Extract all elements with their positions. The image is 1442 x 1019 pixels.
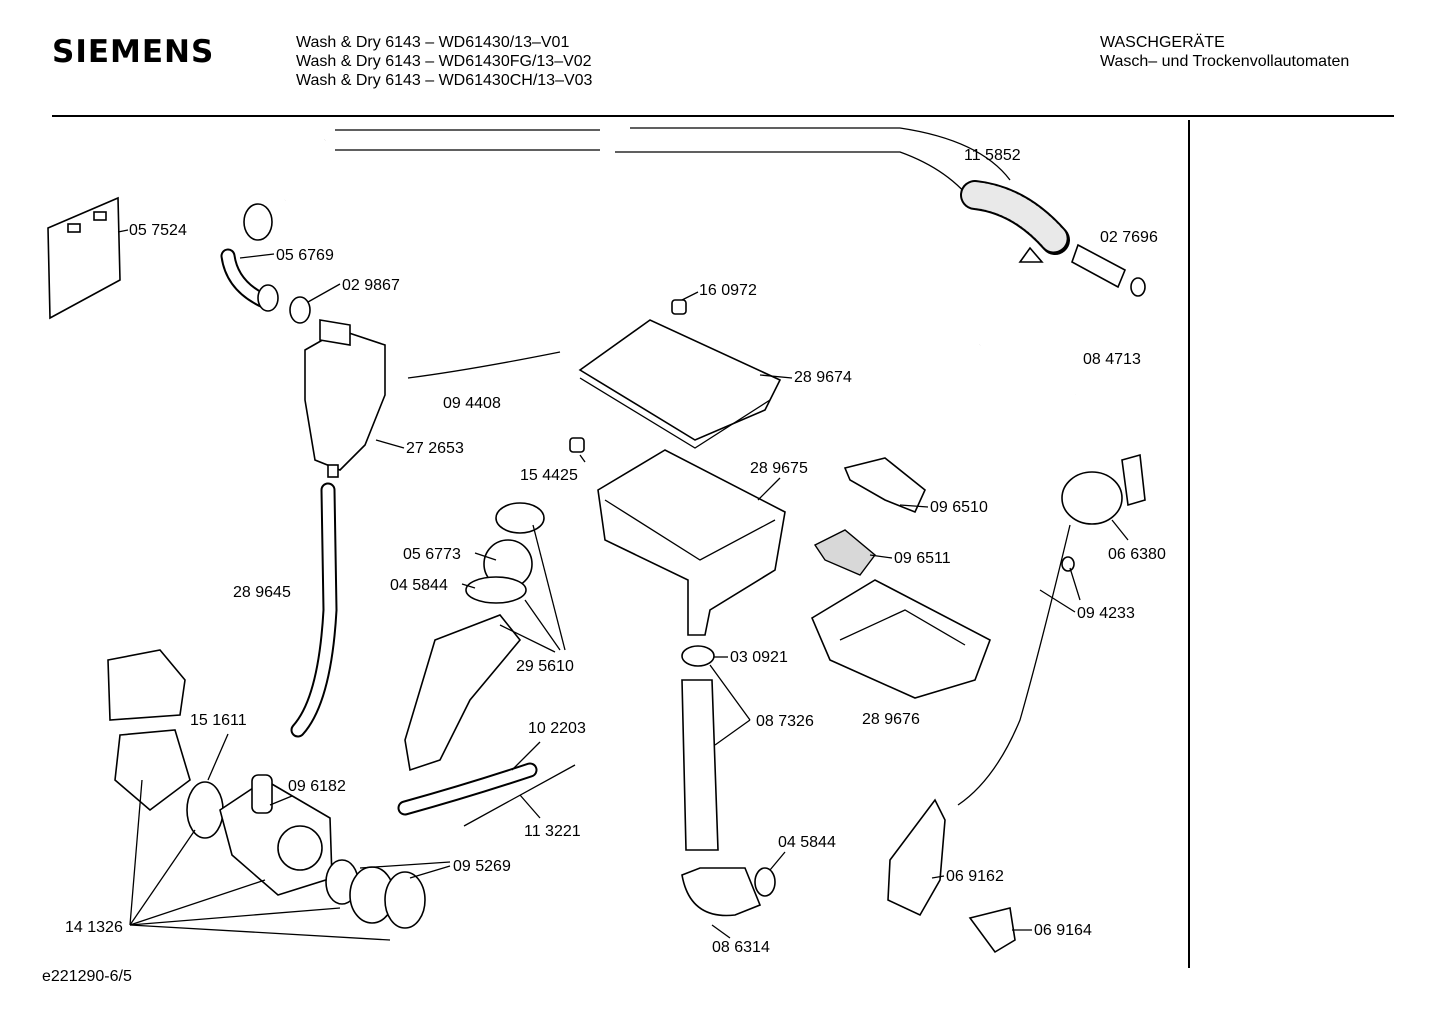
- model-line: Wash & Dry 6143 – WD61430FG/13–V02: [296, 53, 592, 70]
- part-label: 11 3221: [524, 823, 581, 840]
- part-label: 09 5269: [453, 858, 511, 875]
- drawing-code: e221290-6/5: [42, 968, 132, 985]
- part-label: 28 9676: [862, 711, 920, 728]
- heater-bracket: [887, 798, 946, 917]
- category-subtitle: Wasch– und Trockenvollautomaten: [1100, 53, 1350, 70]
- seal-ring-pump: [186, 781, 224, 839]
- leader-lines: [117, 229, 1129, 941]
- part-label: 09 4408: [443, 395, 501, 412]
- filter-cap: [349, 866, 426, 929]
- part-label: 04 5844: [778, 834, 836, 851]
- part-label: 09 6182: [288, 778, 346, 795]
- part-label: 28 9645: [233, 584, 291, 601]
- header-divider: [52, 115, 1394, 117]
- category-block: WASCHGERÄTE Wasch– und Trockenvollautoma…: [1100, 33, 1349, 71]
- pump-housing: [219, 774, 333, 896]
- part-label: 14 1326: [65, 919, 123, 936]
- part-label: 09 6510: [930, 499, 988, 516]
- rod-part: [463, 764, 576, 827]
- pressure-switch: [1061, 453, 1146, 525]
- model-list: Wash & Dry 6143 – WD61430/13–V01 Wash & …: [296, 33, 592, 90]
- part-label: 28 9674: [794, 369, 852, 386]
- cover-plate: [47, 196, 121, 320]
- part-label: 08 7326: [756, 713, 814, 730]
- part-label: 05 7524: [129, 222, 187, 239]
- detergent-housing: [597, 449, 786, 636]
- part-label: 15 1611: [190, 712, 247, 729]
- part-label: 04 5844: [390, 577, 448, 594]
- part-label: 06 9164: [1034, 922, 1092, 939]
- elbow-pipe: [220, 248, 279, 312]
- small-hose: [397, 762, 538, 816]
- detergent-box-lid: [578, 299, 782, 449]
- part-label: 06 6380: [1108, 546, 1166, 563]
- part-label: 05 6773: [403, 546, 461, 563]
- drain-pipe: [681, 645, 776, 917]
- part-label: 27 2653: [406, 440, 464, 457]
- part-label: 28 9675: [750, 460, 808, 477]
- pump-motor: [107, 649, 191, 812]
- drain-hose: [243, 127, 1070, 255]
- category-title: WASCHGERÄTE: [1100, 34, 1225, 51]
- part-label: 03 0921: [730, 649, 788, 666]
- part-label: 02 7696: [1100, 229, 1158, 246]
- brand-logo: SIEMENS: [52, 34, 215, 70]
- part-label: 02 9867: [342, 277, 400, 294]
- overflow-container: [304, 319, 386, 478]
- detergent-drawer: [810, 579, 991, 699]
- part-label: 09 4233: [1077, 605, 1135, 622]
- part-label: 16 0972: [699, 282, 757, 299]
- thin-hose: [407, 351, 561, 379]
- part-label: 11 5852: [964, 147, 1021, 164]
- part-label: 06 9162: [946, 868, 1004, 885]
- part-label: 08 6314: [712, 939, 770, 956]
- part-label: 15 4425: [520, 467, 578, 484]
- part-label: 05 6769: [276, 247, 334, 264]
- part-label: 08 4713: [1083, 351, 1141, 368]
- small-plug: [569, 437, 585, 453]
- sump-bellows: [404, 502, 545, 772]
- small-fitting: [968, 907, 1016, 954]
- lever-part: [843, 457, 926, 514]
- seal-ring: [289, 296, 311, 324]
- small-clip: [1061, 556, 1075, 572]
- side-divider: [1188, 120, 1190, 968]
- vertical-hose: [290, 482, 338, 738]
- model-line: Wash & Dry 6143 – WD61430CH/13–V03: [296, 72, 593, 89]
- pressure-hose: [957, 524, 1071, 806]
- model-line: Wash & Dry 6143 – WD61430/13–V01: [296, 34, 570, 51]
- part-label: 10 2203: [528, 720, 586, 737]
- part-label: 09 6511: [894, 550, 951, 567]
- latch-part: [813, 529, 876, 576]
- hose-end-piece: [1071, 243, 1146, 297]
- hose-bracket: [977, 246, 1078, 396]
- part-label: 29 5610: [516, 658, 574, 675]
